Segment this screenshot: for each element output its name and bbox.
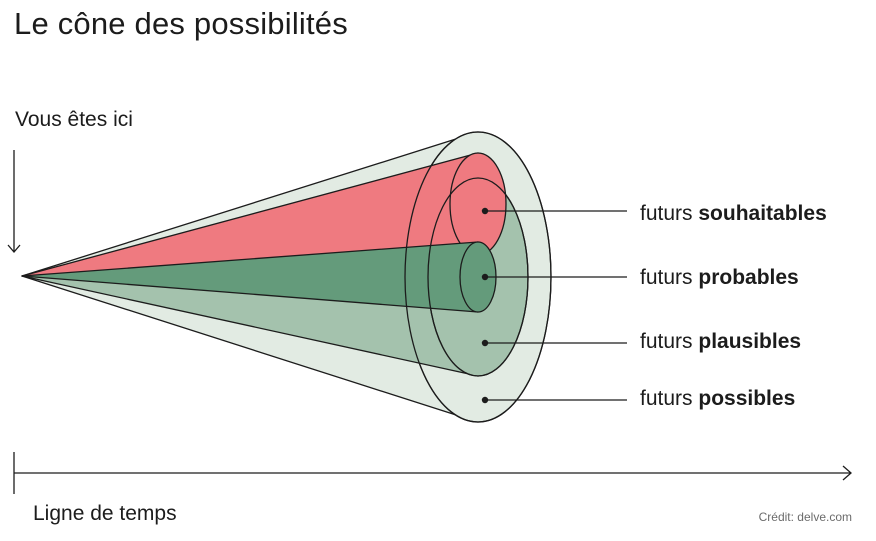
leader-lines [485, 210, 627, 401]
arrow-down-icon [7, 150, 21, 253]
you-are-here-label: Vous êtes ici [15, 108, 133, 131]
timeline-axis [13, 452, 852, 494]
label-plausibles: futurs plausibles [640, 330, 802, 353]
credit-text: Crédit: delve.com [758, 510, 852, 524]
timeline-label: Ligne de temps [33, 502, 177, 525]
label-probables: futurs probables [640, 266, 799, 289]
page-title: Le cône des possibilités [14, 6, 348, 41]
label-souhaitables: futurs souhaitables [640, 202, 827, 225]
arrow-right-icon [842, 465, 852, 481]
cone-probable [21, 241, 497, 313]
label-possibles: futurs possibles [640, 387, 796, 410]
leader-dots [481, 207, 489, 404]
